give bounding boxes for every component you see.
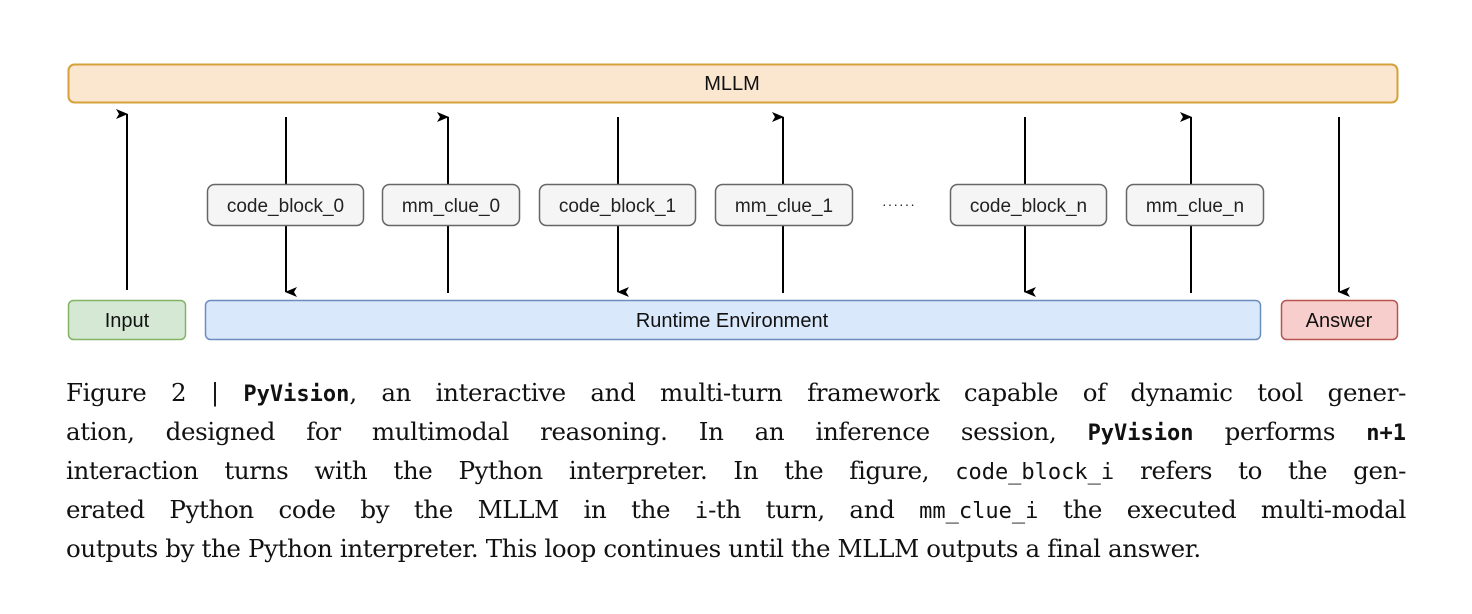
message-label: code_block_n (970, 196, 1087, 217)
caption-line-4: erated Python code by the MLLM in the i-… (66, 491, 1406, 530)
message-code-block-1: code_block_1 (538, 117, 697, 297)
runtime-environment-box: Runtime Environment (204, 299, 1262, 341)
caption-text: -th turn, and (708, 495, 920, 524)
message-label: code_block_1 (559, 196, 676, 217)
caption-code: code_block_i (955, 460, 1115, 485)
message-label: mm_clue_1 (735, 196, 833, 217)
mllm-label: MLLM (704, 73, 760, 95)
caption-code: mm_clue_i (919, 499, 1039, 524)
message-mm-clue-n: mm_clue_n (1125, 112, 1265, 293)
input-box: Input (67, 299, 187, 341)
figure-caption: Figure 2 | PyVision, an interactive and … (66, 374, 1406, 567)
runtime-environment-label: Runtime Environment (636, 310, 829, 332)
message-code-block-0: code_block_0 (206, 117, 365, 297)
answer-label: Answer (1306, 310, 1373, 332)
caption-line-3: interaction turns with the Python interp… (66, 452, 1406, 491)
caption-text: refers to the gen- (1114, 456, 1406, 485)
input-label: Input (105, 310, 150, 332)
ellipsis: ······ (882, 196, 916, 212)
caption-code: i (694, 499, 709, 524)
caption-text: , an interactive and multi-turn framewor… (349, 378, 1406, 407)
caption-text: interaction turns with the Python interp… (66, 456, 956, 485)
answer-box: Answer (1280, 299, 1399, 341)
message-code-block-n: code_block_n (949, 117, 1108, 297)
message-mm-clue-0: mm_clue_0 (381, 112, 521, 293)
figure-number: Figure 2 | (66, 378, 244, 407)
message-label: mm_clue_0 (402, 196, 500, 217)
mllm-box: MLLM (67, 63, 1399, 104)
caption-line-1: Figure 2 | PyVision, an interactive and … (66, 374, 1406, 413)
caption-line-5: outputs by the Python interpreter. This … (66, 534, 1201, 563)
caption-text: the executed multi-modal (1038, 495, 1407, 524)
pyvision-diagram: MLLM Input Runtime Environment Answer co… (67, 63, 1399, 341)
framework-name: PyVision (1087, 421, 1194, 446)
caption-line-2: ation, designed for multimodal reasoning… (66, 413, 1406, 452)
caption-code: n+1 (1366, 421, 1406, 446)
message-mm-clue-1: mm_clue_1 (714, 112, 854, 293)
framework-name: PyVision (243, 382, 350, 407)
caption-text: ation, designed for multimodal reasoning… (66, 417, 1088, 446)
message-label: code_block_0 (227, 196, 344, 217)
message-label: mm_clue_n (1146, 196, 1244, 217)
caption-text: erated Python code by the MLLM in the (66, 495, 695, 524)
caption-text: performs (1193, 417, 1367, 446)
